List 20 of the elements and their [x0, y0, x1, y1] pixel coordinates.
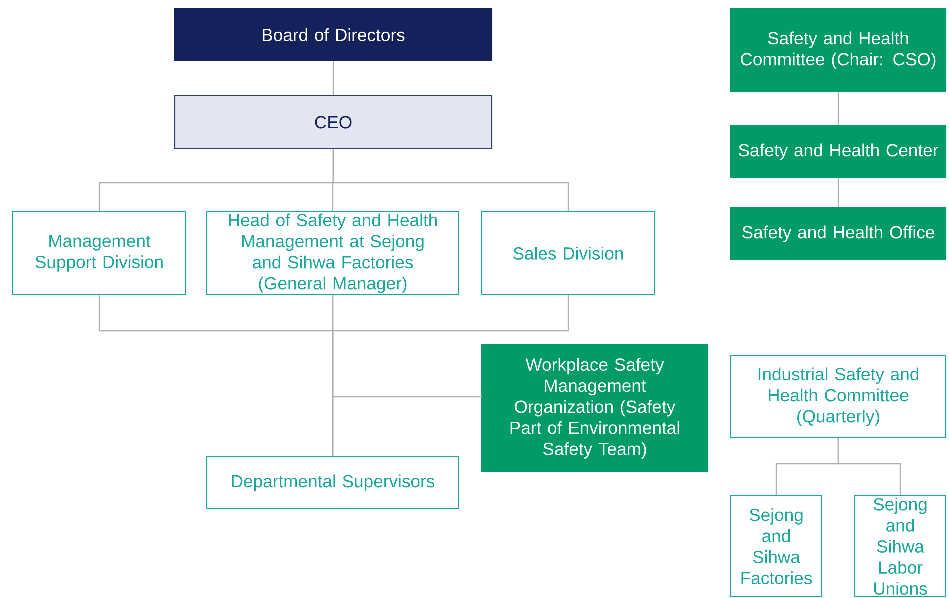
org-box: Management Support Division	[12, 211, 187, 296]
connector-line	[332, 150, 570, 212]
connector-line	[838, 438, 902, 496]
committee-box: Safety and Health Center	[730, 125, 947, 179]
connector-line	[838, 92, 840, 126]
org-box: Board of Directors	[174, 8, 493, 62]
org-box: Sales Division	[481, 211, 656, 296]
committee-box: Safety and Health Office	[730, 207, 947, 261]
connector-line	[332, 296, 482, 398]
connector-line	[332, 296, 570, 456]
org-box: Sejong and Sihwa Labor Unions	[854, 495, 947, 598]
org-box: Industrial Safety and Health Committee (Quarterly)	[730, 355, 947, 439]
org-box: Departmental Supervisors	[206, 456, 460, 510]
connector-line	[838, 178, 840, 208]
connector-line	[332, 62, 334, 96]
org-box: Sejong and Sihwa Factories	[730, 495, 823, 598]
committee-box: Workplace Safety Management Organization (Safety Part of Environmental Safety Team)	[481, 344, 709, 473]
committee-box: Safety and Health Committee (Chair: CSO)	[730, 8, 947, 93]
org-box: Head of Safety and Health Management at Sejong and Sihwa Factories (General Manager)	[206, 211, 460, 296]
org-box: CEO	[174, 95, 493, 150]
